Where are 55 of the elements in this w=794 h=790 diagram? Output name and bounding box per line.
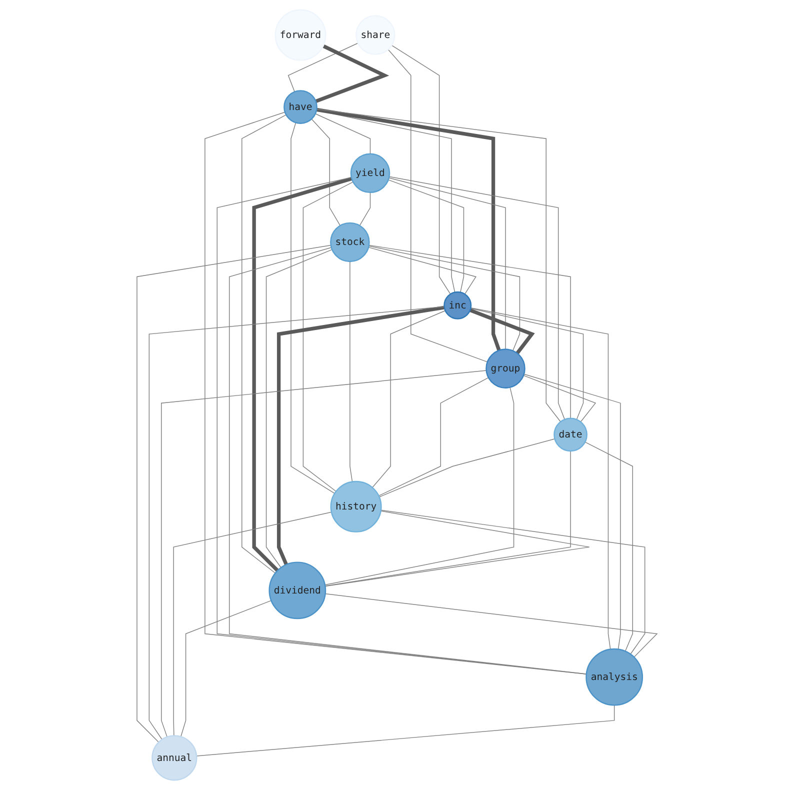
connector xyxy=(378,438,556,498)
connector xyxy=(359,192,371,226)
connector xyxy=(324,510,590,587)
connector xyxy=(388,179,464,293)
connector xyxy=(252,176,352,572)
connector xyxy=(380,510,646,654)
connector xyxy=(388,49,488,362)
connector xyxy=(470,308,611,650)
node-circle: stock xyxy=(330,222,370,262)
connector xyxy=(372,310,446,488)
node-circle: group xyxy=(486,348,526,388)
node-circle: share xyxy=(356,15,396,55)
connector xyxy=(316,108,561,422)
connector xyxy=(368,244,571,419)
node-circle: annual xyxy=(152,735,198,781)
connector xyxy=(266,249,332,568)
connector xyxy=(324,450,571,586)
node-circle: date xyxy=(554,418,588,452)
connector xyxy=(388,178,506,350)
connector xyxy=(302,182,354,492)
connector xyxy=(469,308,535,354)
connector xyxy=(584,442,633,652)
connector xyxy=(523,375,596,422)
connector xyxy=(391,44,451,294)
connector xyxy=(324,386,514,586)
connector xyxy=(196,704,615,756)
connector xyxy=(368,246,476,294)
connector xyxy=(316,108,501,351)
connector xyxy=(242,114,286,574)
connector xyxy=(350,261,353,482)
connector xyxy=(315,113,371,154)
connector xyxy=(288,42,358,92)
connector xyxy=(148,306,445,740)
node-circle: forward xyxy=(274,9,326,61)
connector xyxy=(524,374,621,650)
connector xyxy=(180,600,272,738)
node-circle: have xyxy=(284,90,318,124)
connector xyxy=(311,118,341,226)
connector xyxy=(136,244,332,743)
connector xyxy=(290,122,336,494)
node-circle: dividend xyxy=(268,562,326,620)
node-circle: analysis xyxy=(586,648,644,706)
connector xyxy=(388,176,566,420)
connector xyxy=(470,308,584,420)
node-circle: yield xyxy=(350,153,390,194)
connector xyxy=(173,512,332,736)
connector xyxy=(324,593,658,658)
connector xyxy=(161,370,487,738)
connector xyxy=(228,247,587,674)
node-circle: history xyxy=(330,480,382,532)
connector xyxy=(378,377,489,496)
connector xyxy=(368,246,520,352)
connector xyxy=(276,306,445,566)
connector xyxy=(315,44,390,103)
node-circle: inc xyxy=(444,291,472,320)
